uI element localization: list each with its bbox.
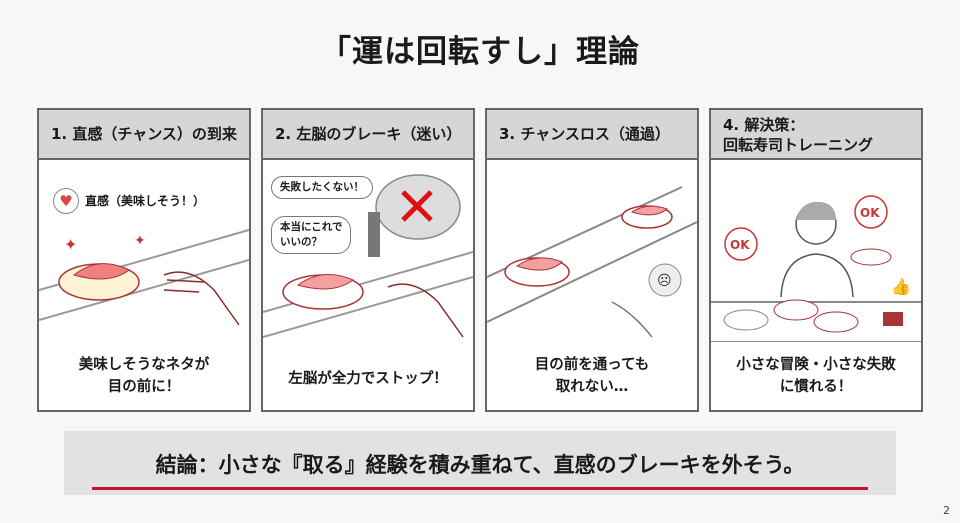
ok-bubble: OK [730,238,750,252]
panel-header: 1. 直感（チャンス）の到来 [39,110,249,160]
panel-header: 4. 解決策：回転寿司トレーニング [711,110,921,160]
speech-bubble: 本当にこれでいいの？ [271,216,352,254]
svg-text:✦: ✦ [134,233,146,249]
person-eating-sushi-illustration: OK OK 👍 [711,195,921,342]
brain-illustration [263,174,473,338]
panel-intuition: 1. 直感（チャンス）の到来 ♥ 直感（美味しそう！） ✦✦ 美味しそうなネタが… [37,108,251,412]
panel-left-brain-brake: 2. 左脳のブレーキ（迷い） 失敗したくない！ 本当にこれでいいの？ 左脳が全力… [261,108,475,412]
panel-chance-loss: 3. チャンスロス（通過） ☹ 目の前を通っても取れない… [485,108,699,412]
conclusion-box: 結論：小さな『取る』経験を積み重ねて、直感のブレーキを外そう。 [64,431,896,495]
panel-header: 3. チャンスロス（通過） [487,110,697,160]
panel-header: 2. 左脳のブレーキ（迷い） [263,110,473,160]
svg-text:✦: ✦ [64,235,77,254]
panel-caption: 小さな冒険・小さな失敗に慣れる！ [736,357,896,395]
panel-caption: 美味しそうなネタが目の前に！ [78,357,210,395]
svg-text:👍: 👍 [891,277,911,296]
heart-icon: ♥ [53,188,79,214]
conclusion-underline [92,487,868,490]
svg-text:☹: ☹ [657,273,672,289]
intuition-label: 直感（美味しそう！） [85,194,206,208]
panel-caption: 左脳が全力でストップ！ [288,371,448,387]
ok-bubble: OK [860,206,880,220]
panel-caption: 目の前を通っても取れない… [534,357,650,395]
page-number: 2 [943,504,950,517]
passing-sushi-illustration: ☹ [487,186,697,338]
panel-solution: 4. 解決策：回転寿司トレーニング OK OK 👍 小さな冒険・小さな失敗に慣れ… [709,108,923,412]
conclusion-text: 結論：小さな『取る』経験を積み重ねて、直感のブレーキを外そう。 [155,453,805,477]
sushi-conveyor-illustration: ✦✦ [39,229,249,326]
speech-bubble: 失敗したくない！ [271,176,373,199]
slide-title: 「運は回転すし」理論 [320,34,640,70]
